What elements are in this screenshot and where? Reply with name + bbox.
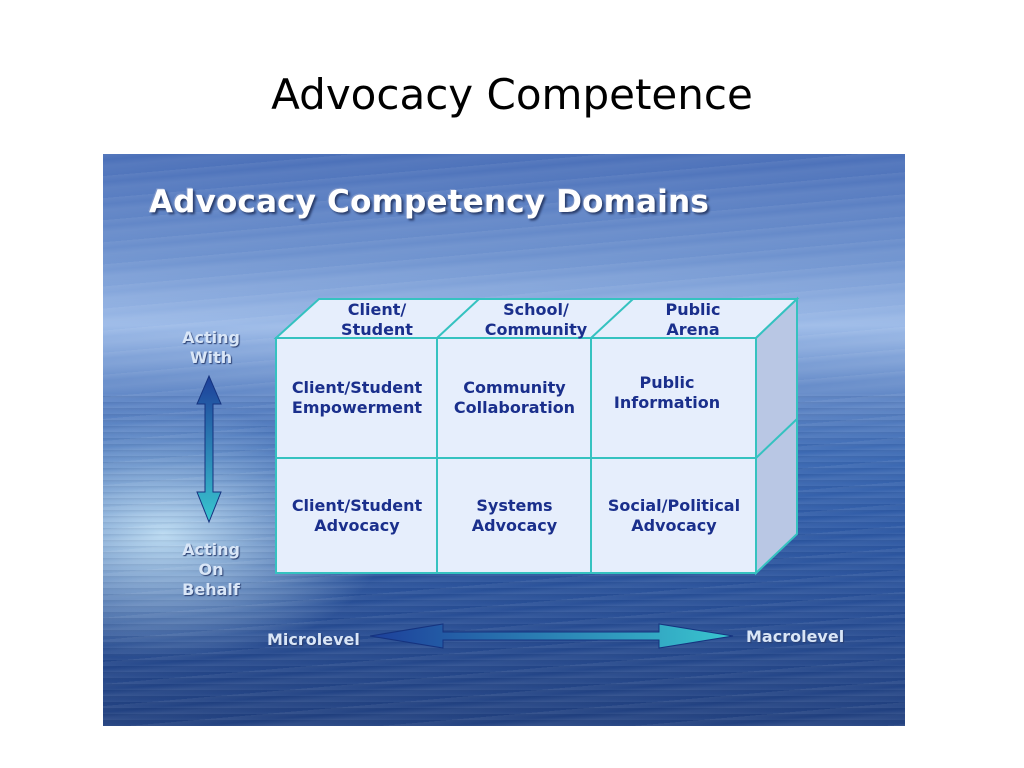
horizontal-double-arrow bbox=[369, 623, 734, 649]
vertical-double-arrow bbox=[196, 374, 222, 524]
cube-diagram bbox=[196, 296, 800, 649]
cell-client-student-empowerment: Client/Student Empowerment bbox=[291, 378, 423, 417]
label-acting-on-behalf: Acting On Behalf bbox=[182, 540, 240, 599]
column-header-school-community: School/ Community bbox=[484, 300, 588, 339]
cell-social-political-advocacy: Social/Political Advocacy bbox=[607, 496, 741, 535]
column-header-client-student: Client/ Student bbox=[341, 300, 413, 339]
cell-community-collaboration: Community Collaboration bbox=[453, 378, 576, 417]
label-microlevel: Microlevel bbox=[267, 630, 360, 649]
figure-title: Advocacy Competency Domains bbox=[149, 184, 710, 220]
advocacy-domains-figure: Advocacy Competency Domains Cli bbox=[103, 154, 905, 726]
label-acting-with: Acting With bbox=[182, 328, 240, 367]
cube-side-face bbox=[755, 296, 798, 576]
cell-systems-advocacy: Systems Advocacy bbox=[471, 496, 558, 535]
label-macrolevel: Macrolevel bbox=[746, 627, 845, 646]
cube-front-face bbox=[275, 337, 757, 574]
cell-client-student-advocacy: Client/Student Advocacy bbox=[291, 496, 423, 535]
cell-public-information: Public Information bbox=[613, 373, 721, 412]
slide-title: Advocacy Competence bbox=[271, 70, 753, 119]
column-header-public-arena: Public Arena bbox=[665, 300, 721, 339]
